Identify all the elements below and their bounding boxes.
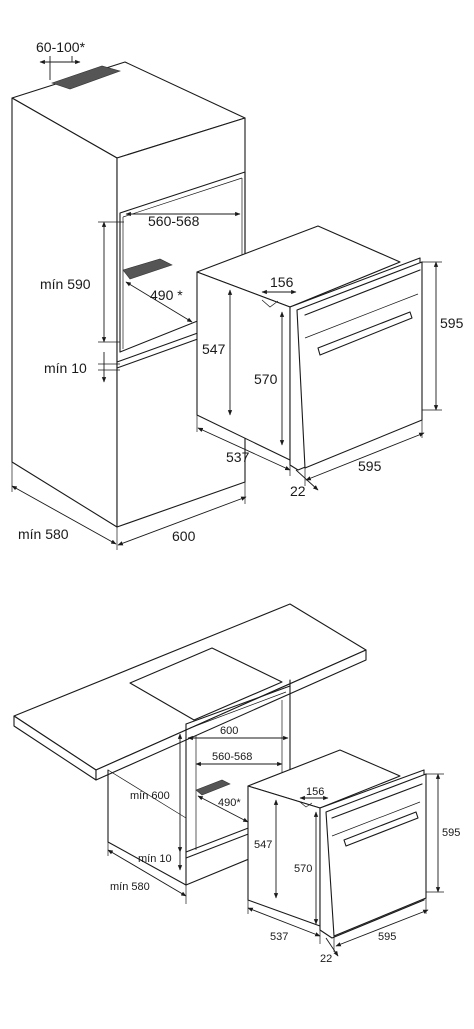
label-b-oven-top-depth: 156 [306,786,324,798]
label-b-oven-inner-height: 570 [294,863,312,875]
label-b-oven-body-height: 547 [254,839,272,851]
label-b-niche-width: 560-568 [212,751,252,763]
label-b-cabinet-depth: mín 580 [110,881,150,893]
label-b-front-thickness: 22 [320,953,332,965]
top-dimensions [11,56,247,550]
label-b-niche-height: mín 600 [130,790,170,802]
bottom-oven-dimensions [247,773,444,957]
top-oven-dimensions [196,261,442,491]
label-oven-depth: 537 [226,449,250,465]
label-oven-width: 595 [358,458,382,474]
bottom-niche-vent-slot [195,779,231,796]
top-vent-slot [51,65,121,90]
label-oven-top-depth: 156 [270,274,294,290]
bottom-dimensions [107,733,289,904]
label-vent-gap: 60-100* [36,39,86,55]
label-vent-depth: 490 * [150,287,183,303]
label-niche-width: 560-568 [148,213,200,229]
label-oven-inner-height: 570 [254,371,278,387]
bottom-countertop [13,603,367,781]
label-b-cabinet-width: 600 [220,725,238,737]
label-b-oven-depth: 537 [270,931,288,943]
label-b-oven-width: 595 [378,931,396,943]
label-niche-height: mín 590 [40,276,91,292]
top-tall-cabinet [11,61,246,528]
label-b-bottom-gap: mín 10 [138,853,172,865]
label-front-thickness: 22 [290,483,306,499]
label-oven-body-height: 547 [202,341,226,357]
niche-vent-slot [122,258,173,280]
label-bottom-gap: mín 10 [44,360,87,376]
label-cabinet-width: 600 [172,528,196,544]
label-b-oven-front-height: 595 [442,827,460,839]
top-oven [196,225,423,471]
label-oven-front-height: 595 [440,315,464,331]
label-cabinet-depth: mín 580 [18,526,69,542]
top-labels: 60-100* 560-568 mín 590 490 * mín 10 mín… [18,39,464,544]
bottom-labels: 600 560-568 mín 600 490* mín 10 mín 580 … [110,725,460,965]
label-b-vent-depth: 490* [218,797,241,809]
bottom-oven [247,749,427,939]
